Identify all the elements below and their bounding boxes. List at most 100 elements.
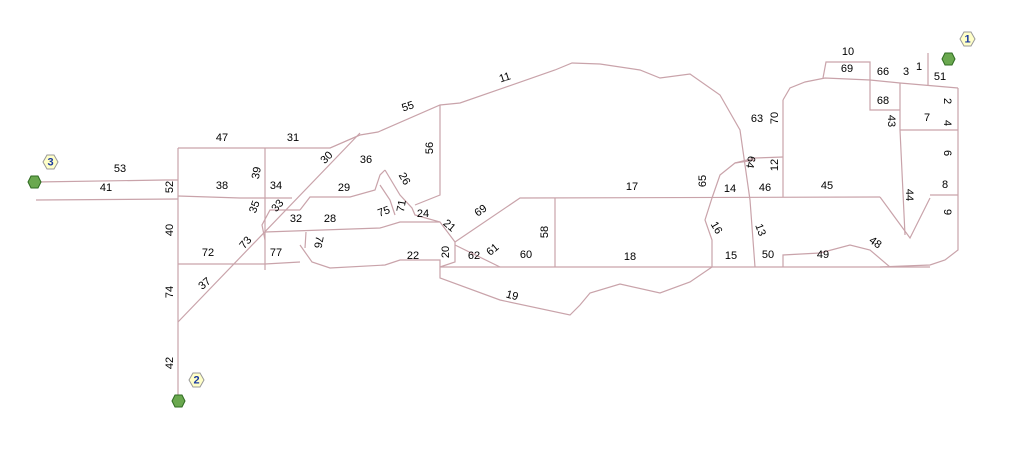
segment-label: 10 — [842, 46, 854, 58]
node-badge — [188, 372, 205, 388]
segment-label: 11 — [498, 70, 513, 85]
segment-label: 73 — [237, 234, 254, 251]
segment-label: 62 — [468, 250, 480, 262]
segment-label: 37 — [196, 275, 213, 292]
segment-label: 21 — [441, 217, 458, 234]
road-35-33 — [261, 209, 300, 241]
segment-label: 8 — [942, 179, 948, 191]
segment-label: 46 — [759, 182, 771, 194]
segment-label: 76 — [311, 235, 325, 249]
segment-label: 43 — [885, 115, 897, 127]
road-38 — [177, 195, 292, 199]
segment-label: 39 — [250, 166, 264, 180]
road-17 — [454, 196, 881, 243]
road-right — [879, 88, 959, 268]
road-72 — [178, 261, 301, 265]
segment-label: 13 — [752, 222, 767, 238]
node-3[interactable]: 3 — [27, 154, 59, 189]
segment-label: 3 — [903, 66, 909, 78]
node-badge — [42, 154, 59, 170]
segment-label: 15 — [725, 250, 737, 262]
road-43-44 — [899, 83, 906, 236]
road-45 — [879, 196, 931, 240]
segment-label: 19 — [505, 289, 520, 304]
segment-label: 56 — [424, 142, 436, 154]
green-hexagon-icon[interactable] — [171, 394, 186, 408]
segment-label: 63 — [751, 113, 763, 125]
segment-label: 2 — [941, 98, 953, 104]
segment-label: 75 — [376, 204, 392, 219]
segment-label: 69 — [472, 202, 489, 219]
road-76 — [304, 231, 307, 249]
node-2[interactable]: 2 — [171, 372, 205, 408]
segment-label: 7 — [924, 112, 930, 124]
node-badge — [959, 31, 976, 47]
segment-label: 53 — [114, 163, 126, 175]
node-id: 1 — [964, 33, 970, 45]
segment-label: 6 — [941, 150, 953, 156]
segment-label: 42 — [164, 357, 176, 369]
segment-label: 58 — [539, 226, 551, 238]
segment-label: 22 — [407, 250, 419, 262]
road-20 — [439, 242, 456, 268]
segment-label: 9 — [941, 209, 953, 215]
segment-label: 34 — [270, 180, 282, 192]
segment-label: 71 — [395, 199, 409, 213]
road-61 — [454, 244, 501, 268]
segment-label: 4 — [941, 120, 953, 126]
green-hexagon-icon[interactable] — [27, 175, 42, 189]
node-id: 2 — [193, 374, 199, 386]
segment-label: 12 — [769, 159, 781, 171]
segment-label: 60 — [520, 249, 532, 261]
node-1[interactable]: 1 — [941, 31, 976, 66]
road-53 — [35, 179, 178, 183]
segment-label: 14 — [724, 183, 736, 195]
segment-label: 16 — [708, 220, 725, 237]
green-hexagon-icon[interactable] — [941, 52, 956, 66]
segment-label: 28 — [324, 213, 336, 225]
segment-label: 31 — [287, 132, 299, 144]
road-49-48 — [782, 244, 891, 268]
segment-label: 1 — [916, 61, 922, 73]
segment-label: 45 — [821, 180, 833, 192]
road-56 — [414, 105, 441, 206]
segment-label: 50 — [762, 249, 774, 261]
segment-label: 47 — [216, 132, 228, 144]
road-28 — [264, 221, 440, 233]
road-10-69 — [822, 61, 871, 80]
node-id: 3 — [47, 156, 53, 168]
road-29 — [299, 169, 386, 211]
segment-label: 52 — [164, 181, 176, 193]
segment-label: 48 — [867, 234, 884, 251]
segment-label: 17 — [626, 181, 638, 193]
segment-label: 51 — [934, 71, 946, 83]
segment-label: 30 — [318, 149, 335, 166]
segment-label: 26 — [396, 171, 413, 188]
road-22 — [299, 244, 441, 269]
segment-label: 29 — [338, 182, 350, 194]
segment-label: 68 — [877, 95, 889, 107]
road-19 — [439, 266, 713, 316]
segment-label: 35 — [247, 199, 262, 215]
road-63 — [734, 156, 784, 164]
segment-label: 70 — [769, 112, 781, 124]
segment-label: 55 — [400, 99, 415, 114]
segment-label: 36 — [360, 154, 372, 166]
segment-label: 69 — [841, 63, 853, 75]
segment-label: 65 — [697, 175, 709, 187]
road-55-11 — [329, 62, 756, 268]
segment-label: 20 — [440, 246, 452, 258]
segment-label: 77 — [270, 247, 282, 259]
segment-label: 49 — [817, 249, 829, 261]
road-26-24 — [384, 169, 456, 243]
segment-label: 40 — [164, 224, 176, 236]
segment-label: 38 — [216, 180, 228, 192]
road-68 — [869, 80, 900, 111]
segment-label: 41 — [100, 182, 112, 194]
road-41 — [35, 198, 179, 201]
road-75 — [379, 184, 396, 216]
road-lines — [35, 53, 959, 400]
road-47-31 — [178, 134, 361, 149]
